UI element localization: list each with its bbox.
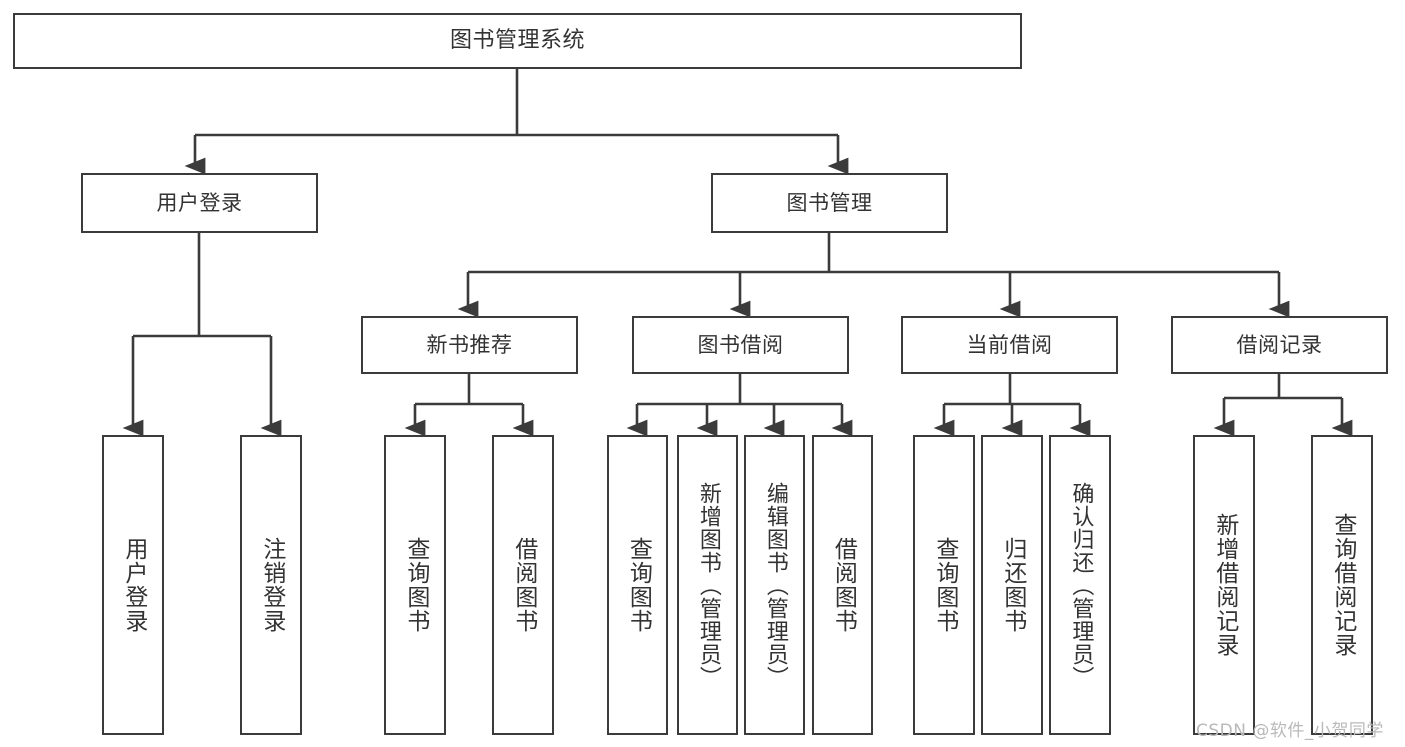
node-leaf-add-record[interactable]: 新增借阅记录 [1193, 435, 1255, 735]
node-leaf-query-record-label: 查询借阅记录 [1329, 513, 1356, 657]
node-current-borrow[interactable]: 当前借阅 [901, 316, 1118, 374]
node-current-borrow-label: 当前借阅 [966, 332, 1053, 357]
node-root-label: 图书管理系统 [449, 28, 585, 54]
node-leaf-query-record[interactable]: 查询借阅记录 [1311, 435, 1373, 735]
node-book-manage-label: 图书管理 [786, 190, 873, 215]
node-leaf-query-book-2[interactable]: 查询图书 [607, 435, 668, 735]
node-leaf-borrow-book-1-label: 借阅图书 [510, 537, 537, 633]
node-leaf-borrow-book-2-label: 借阅图书 [830, 537, 857, 633]
node-leaf-user-login-label: 用户登录 [120, 537, 147, 633]
node-new-book-recommend-label: 新书推荐 [426, 332, 513, 357]
node-book-manage[interactable]: 图书管理 [711, 173, 948, 233]
node-new-book-recommend[interactable]: 新书推荐 [361, 316, 578, 374]
node-leaf-query-book-1[interactable]: 查询图书 [384, 435, 446, 735]
node-leaf-return-book[interactable]: 归还图书 [981, 435, 1043, 735]
node-leaf-add-record-label: 新增借阅记录 [1211, 513, 1238, 657]
node-root[interactable]: 图书管理系统 [13, 13, 1022, 69]
node-leaf-borrow-book-1[interactable]: 借阅图书 [492, 435, 554, 735]
node-book-borrow[interactable]: 图书借阅 [632, 316, 849, 374]
node-leaf-query-book-3[interactable]: 查询图书 [913, 435, 975, 735]
node-leaf-return-book-label: 归还图书 [999, 537, 1026, 633]
node-leaf-query-book-2-label: 查询图书 [625, 537, 652, 633]
node-borrow-record[interactable]: 借阅记录 [1171, 316, 1388, 374]
node-user-login-label: 用户登录 [156, 190, 243, 215]
node-leaf-borrow-book-2[interactable]: 借阅图书 [812, 435, 873, 735]
node-user-login[interactable]: 用户登录 [81, 173, 318, 233]
node-leaf-edit-book-label: 编辑图书（管理员） [762, 481, 788, 689]
node-leaf-logout-login[interactable]: 注销登录 [240, 435, 302, 735]
node-leaf-query-book-1-label: 查询图书 [402, 537, 429, 633]
node-leaf-add-book-label: 新增图书（管理员） [695, 481, 721, 689]
node-leaf-confirm-return-label: 确认归还（管理员） [1068, 481, 1094, 689]
node-leaf-confirm-return[interactable]: 确认归还（管理员） [1049, 435, 1111, 735]
node-leaf-query-book-3-label: 查询图书 [931, 537, 958, 633]
node-leaf-edit-book[interactable]: 编辑图书（管理员） [744, 435, 805, 735]
node-leaf-user-login[interactable]: 用户登录 [102, 435, 164, 735]
node-book-borrow-label: 图书借阅 [697, 332, 784, 357]
watermark-text: CSDN @软件_小贺同学 [1196, 721, 1384, 741]
node-borrow-record-label: 借阅记录 [1236, 332, 1323, 357]
node-leaf-add-book[interactable]: 新增图书（管理员） [677, 435, 738, 735]
node-leaf-logout-login-label: 注销登录 [258, 537, 285, 633]
